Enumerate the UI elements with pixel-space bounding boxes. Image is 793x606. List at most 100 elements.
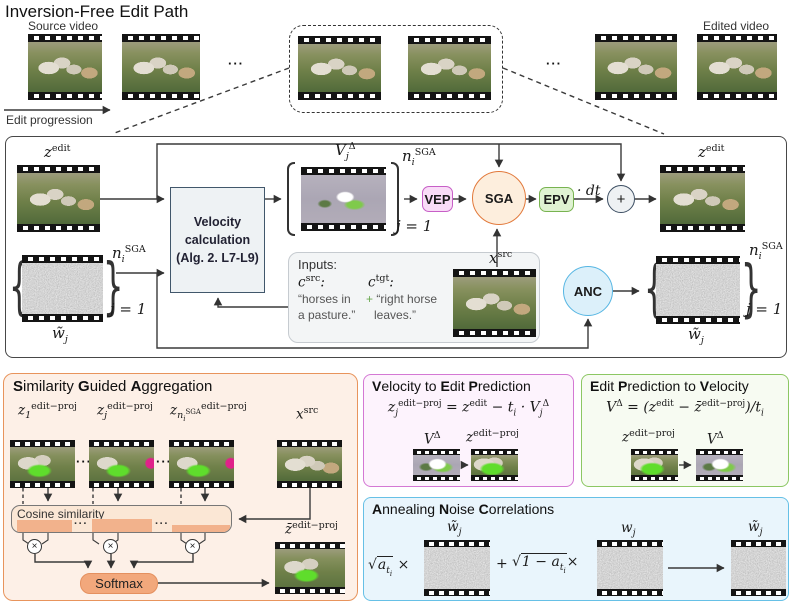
c-src-label: csrc:: [298, 273, 325, 291]
edit-progression-label: Edit progression: [6, 113, 93, 127]
c-tgt-text: + “right horse: [366, 292, 438, 306]
c-tgt-label: ctgt:: [368, 273, 394, 291]
softmax-box: Softmax: [80, 573, 158, 594]
dt-label: · dt: [577, 183, 601, 199]
c-src-text: a pasture.”: [298, 308, 356, 322]
right-brace: }: [102, 250, 124, 323]
multiply-node-2: ×: [103, 539, 118, 554]
n-sga-label: niSGA: [749, 241, 783, 262]
green-plus: +: [366, 292, 374, 306]
ellipsis: ···: [156, 454, 172, 469]
w-tilde-label: w̃j: [688, 325, 704, 346]
x-src-strip: [453, 269, 536, 337]
x-src-label: xsrc: [296, 405, 319, 423]
film-strip-focus-2: [408, 36, 491, 100]
velocity-strip: [301, 167, 386, 231]
multiply-node-3: ×: [185, 539, 200, 554]
film-strip-focus-1: [298, 36, 381, 100]
velocity-map: [301, 175, 386, 223]
edit-proj-frame: [10, 447, 75, 481]
x-src-label: xsrc: [489, 249, 513, 267]
plus-node: +: [607, 185, 635, 213]
sqrt-a-term: √ati ×: [368, 556, 410, 578]
v-delta-label: VΔ: [707, 430, 724, 448]
source-video-label: Source video: [28, 19, 99, 33]
dashed-focus-rect: [289, 25, 503, 113]
z-bar-proj-strip: [275, 542, 345, 594]
noise-map: [22, 263, 103, 314]
film-sprockets: [28, 34, 102, 42]
w-tilde-label: w̃j: [447, 519, 462, 538]
z-bar-proj-label: z̄edit−proj: [285, 520, 338, 538]
right-bracket: [391, 162, 399, 236]
v-delta-label: VΔ: [424, 430, 441, 448]
ellipsis: ···: [74, 518, 88, 530]
sga-node: SGA: [472, 171, 526, 225]
x-src-strip-panel: [277, 440, 342, 488]
cosine-similarity-box: Cosine similarity ··· ···: [11, 505, 232, 533]
similarity-bar: [92, 519, 152, 532]
z-edit-out-label: zedit: [698, 143, 725, 161]
noise-strip-wtilde-out: [731, 540, 786, 596]
film-strip-source-1: [28, 34, 102, 100]
noise-strip-left: [22, 255, 103, 322]
edit-proj-strip-1: [10, 440, 75, 488]
plus-sign: +: [496, 556, 508, 572]
inputs-heading: Inputs:: [298, 257, 338, 272]
w-tilde-label: w̃j: [52, 324, 68, 345]
sga-panel-title: Similarity Guided Aggregation: [13, 378, 213, 395]
multiply-node-1: ×: [27, 539, 42, 554]
n-sga-label: niSGA: [112, 244, 146, 265]
vep-panel-title: Velocity to Edit Prediction: [372, 378, 531, 394]
v-delta-j-label: VjΔ: [335, 141, 356, 162]
j-equals-1-label: j = 1: [110, 300, 147, 318]
z1-proj-label: z1edit−proj: [18, 401, 77, 422]
vep-formula: zjedit−proj = zedit − ti · VjΔ: [387, 399, 550, 419]
anc-panel-title: Annealing Noise Correlations: [372, 501, 555, 517]
j-equals-1-label: j = 1: [746, 300, 783, 318]
w-tilde-label: w̃j: [748, 519, 763, 538]
sqrt-1ma-term: √1 − ati×: [512, 553, 579, 575]
c-src-text: “horses in: [298, 292, 351, 306]
film-strip-source-2: [122, 34, 200, 100]
z-proj-strip: [631, 449, 678, 481]
figure-title: Inversion-Free Edit Path: [5, 2, 189, 21]
z-proj-strip: [471, 449, 518, 481]
zj-proj-label: zjedit−proj: [97, 401, 153, 422]
z-edit-strip: [17, 165, 100, 232]
w-label: wj: [621, 520, 636, 539]
j-equals-1-label: j = 1: [396, 217, 433, 235]
film-strip-edited-1: [595, 34, 677, 100]
z-proj-label: zedit−proj: [622, 428, 675, 446]
zn-proj-label: zniSGAedit−proj: [170, 401, 247, 424]
similarity-bar: [17, 520, 72, 532]
z-edit-out-strip: [660, 165, 745, 232]
edit-proj-strip-n: [169, 440, 234, 488]
ellipsis: ···: [228, 56, 244, 71]
z-edit-label: zedit: [44, 143, 71, 161]
n-sga-label: niSGA: [402, 147, 436, 168]
edit-proj-strip-j: [89, 440, 154, 488]
v-delta-strip: [696, 449, 743, 481]
c-tgt-text: leaves.”: [374, 308, 417, 322]
cosine-similarity-label: Cosine similarity: [17, 507, 105, 521]
noise-strip-w: [597, 540, 663, 596]
ellipsis: ···: [546, 56, 562, 71]
epv-node: EPV: [539, 187, 574, 212]
film-sprockets: [28, 92, 102, 100]
left-bracket: [287, 162, 295, 236]
edited-video-label: Edited video: [703, 19, 770, 33]
ellipsis: ···: [155, 518, 169, 530]
noise-strip-wtilde: [424, 540, 490, 596]
film-strip-edited-2: [697, 34, 777, 100]
v-delta-strip: [413, 449, 460, 481]
similarity-bar: [172, 525, 230, 532]
epv-formula: VΔ = (zedit − z̄edit−proj)/ti: [606, 399, 764, 419]
anc-node: ANC: [563, 266, 613, 316]
epv-panel-title: Edit Prediction to Velocity: [590, 378, 749, 394]
z-proj-label: zedit−proj: [466, 428, 519, 446]
ellipsis: ···: [76, 454, 92, 469]
noise-strip-right: [656, 256, 740, 324]
